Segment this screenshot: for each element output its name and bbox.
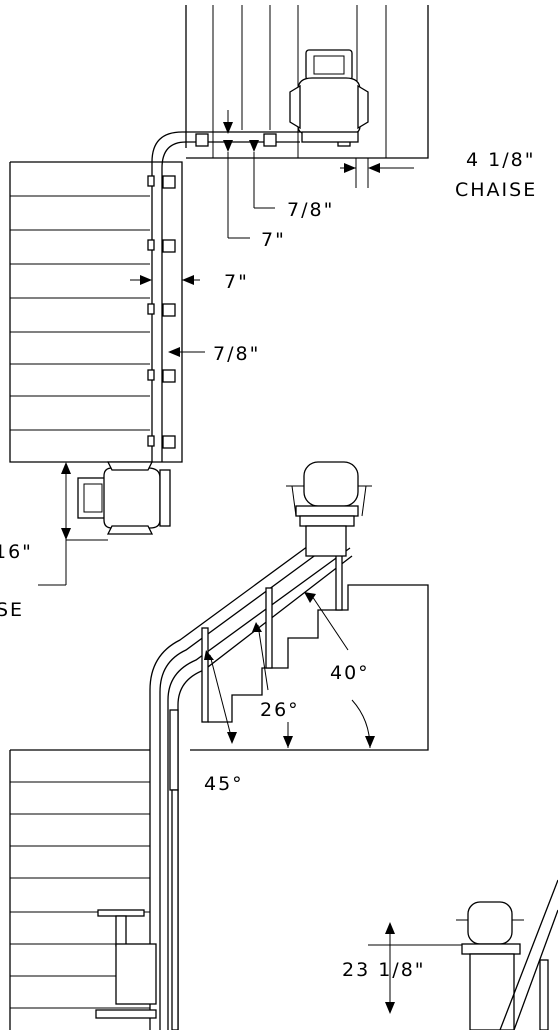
rail-plan (151, 131, 300, 462)
plan-view-top (9, 5, 429, 586)
label-top-clearance: 4 1/8" (466, 149, 535, 171)
left-stair-treads (10, 195, 150, 431)
detail-view-seat-height (368, 879, 558, 1030)
label-landing-clearance-unit: SE (0, 599, 24, 621)
rail-posts-side (169, 539, 343, 1030)
lower-carriage (95, 909, 157, 1019)
label-angle-45: 45° (204, 773, 244, 795)
chair-plan-top (289, 49, 369, 143)
label-rail-width-side: 7" (224, 271, 249, 293)
label-landing-clearance: 16" (0, 541, 33, 563)
chair-side-view (286, 461, 372, 557)
dimension-arrows (61, 122, 395, 1014)
rail-brackets-plan (147, 133, 351, 449)
label-angle-40: 40° (330, 662, 370, 684)
label-seat-height: 23 1/8" (342, 959, 426, 981)
label-rail-offset-side: 7/8" (213, 343, 260, 365)
label-rail-width-top: 7" (261, 229, 286, 251)
label-angle-26: 26° (260, 699, 300, 721)
upper-step-lines (212, 5, 387, 158)
label-rail-offset-top: 7/8" (287, 199, 334, 221)
chair-plan-bottom (77, 461, 171, 535)
label-top-clearance-unit: CHAISE (455, 179, 537, 201)
side-view-curved (9, 461, 429, 1030)
